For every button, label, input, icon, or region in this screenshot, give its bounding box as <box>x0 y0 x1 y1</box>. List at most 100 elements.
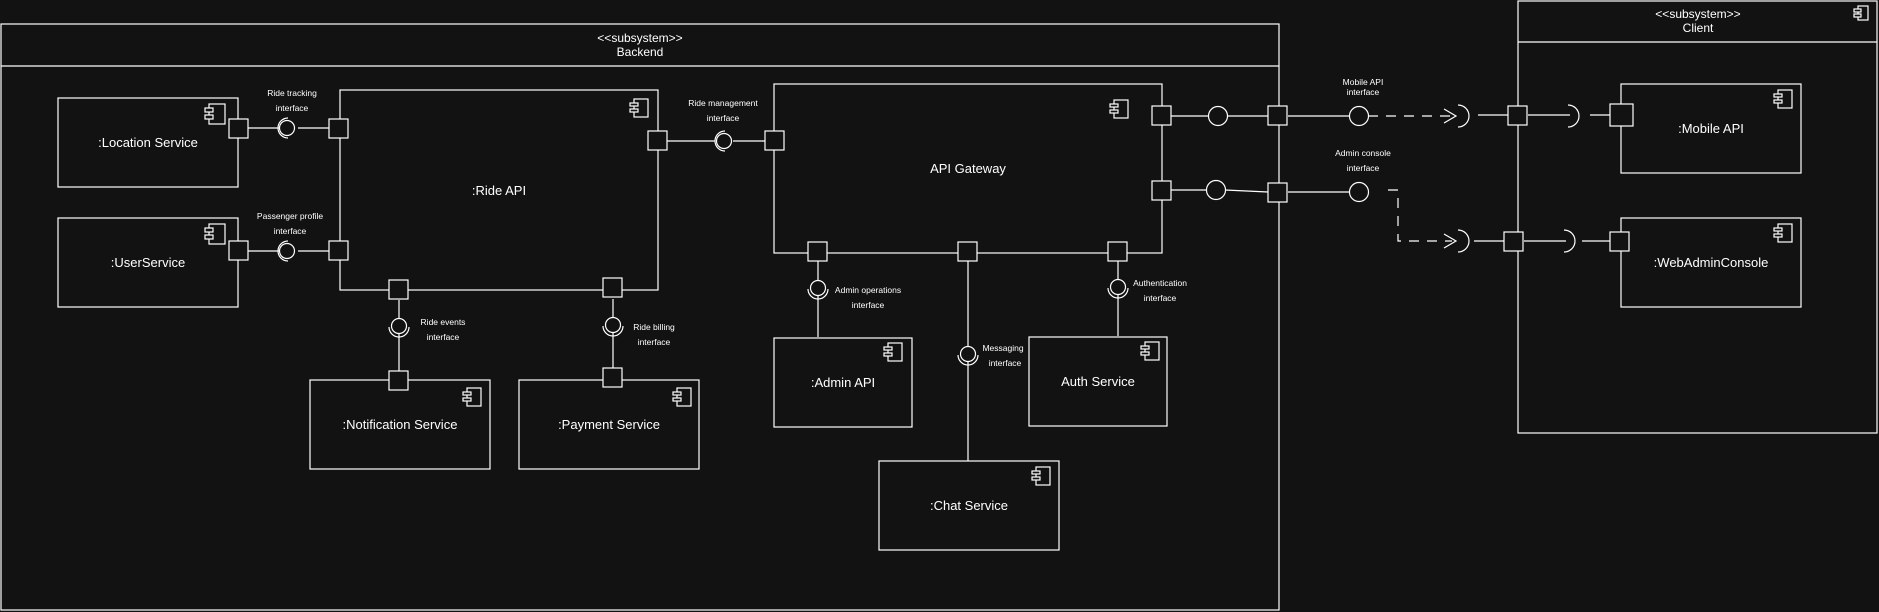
chat-service[interactable] <box>878 460 1060 551</box>
location-service[interactable] <box>57 97 239 188</box>
ball-icon <box>809 279 827 297</box>
socket-icon <box>1563 229 1576 253</box>
location-service-label: :Location Service <box>98 135 198 150</box>
backend-stereotype: <<subsystem>> <box>597 31 682 45</box>
component-icon <box>672 387 692 407</box>
component-icon <box>204 103 226 125</box>
authentication-label-1: Authentication <box>1133 278 1187 288</box>
ball-icon <box>1109 278 1127 296</box>
required-interfaces <box>277 104 1580 366</box>
port <box>328 240 349 261</box>
payment-service-label: :Payment Service <box>558 417 660 432</box>
passenger-profile-label-1: Passenger profile <box>257 211 323 221</box>
ball-icon <box>1348 105 1370 127</box>
socket-icon <box>277 240 289 262</box>
ride-api-label: :Ride API <box>472 183 526 198</box>
ride-events-label-1: Ride events <box>421 317 466 327</box>
port <box>764 130 785 151</box>
port <box>602 367 623 388</box>
ride-management-label-2: interface <box>707 113 740 123</box>
component-icon <box>204 223 226 245</box>
port <box>807 241 828 262</box>
socket-icon <box>1457 229 1470 253</box>
ball-icon <box>1207 105 1229 127</box>
component-icon <box>883 342 903 362</box>
mobile-api-interface-label-1: Mobile API <box>1343 77 1384 87</box>
ride-billing-label-2: interface <box>638 337 671 347</box>
passenger-profile-label-2: interface <box>274 226 307 236</box>
socket-icon <box>1107 287 1129 299</box>
port <box>1609 103 1634 127</box>
port <box>647 130 668 151</box>
socket-icon <box>1457 104 1470 128</box>
socket-icon <box>714 130 726 152</box>
connector-lines <box>246 114 1620 461</box>
auth-service-label: Auth Service <box>1061 374 1135 389</box>
socket-icon <box>388 326 410 338</box>
web-admin-console-label: :WebAdminConsole <box>1654 255 1769 270</box>
authentication-label-2: interface <box>1144 293 1177 303</box>
ball-icon <box>715 132 733 150</box>
ball-icon <box>278 242 296 260</box>
port <box>1151 180 1172 201</box>
messaging-label-1: Messaging <box>982 343 1023 353</box>
ball-icon <box>604 316 622 334</box>
user-service[interactable] <box>57 217 239 308</box>
port <box>388 279 409 300</box>
ride-events-label-2: interface <box>427 332 460 342</box>
provided-interfaces <box>278 105 1370 363</box>
ride-billing-label-1: Ride billing <box>633 322 675 332</box>
port <box>1609 231 1630 252</box>
port <box>1151 105 1172 126</box>
admin-console-label-2: interface <box>1347 163 1380 173</box>
port <box>228 240 249 261</box>
ball-icon <box>278 119 296 137</box>
socket-icon <box>1567 104 1580 128</box>
port <box>602 277 623 298</box>
api-gateway-label: API Gateway <box>930 161 1006 176</box>
payment-service[interactable] <box>518 379 700 470</box>
admin-api-label: :Admin API <box>811 375 875 390</box>
ball-icon <box>959 345 977 363</box>
ride-management-label-1: Ride management <box>688 98 758 108</box>
component-icons <box>204 89 1793 486</box>
ride-tracking-label-1: Ride tracking <box>267 88 317 98</box>
dependency-arrows <box>1368 115 1452 242</box>
socket-icon <box>957 354 979 366</box>
ports <box>228 103 1634 391</box>
notification-service-label: :Notification Service <box>343 417 458 432</box>
port <box>1267 105 1288 126</box>
port <box>1107 241 1128 262</box>
component-icon <box>1773 223 1793 243</box>
mobile-api-label: :Mobile API <box>1678 121 1744 136</box>
ride-tracking-label-2: interface <box>276 103 309 113</box>
port <box>1267 182 1288 203</box>
port <box>388 370 409 391</box>
component-icon <box>1773 89 1793 109</box>
mobile-api-component[interactable] <box>1620 83 1802 174</box>
port <box>1507 105 1528 126</box>
component-icon <box>1109 99 1129 119</box>
admin-operations-label-1: Admin operations <box>835 285 901 295</box>
chat-service-label: :Chat Service <box>930 498 1008 513</box>
admin-console-label-1: Admin console <box>1335 148 1391 158</box>
ride-api[interactable] <box>339 89 659 291</box>
web-admin-console[interactable] <box>1620 217 1802 308</box>
client-title: Client <box>1683 21 1714 35</box>
port <box>228 118 249 139</box>
port <box>328 118 349 139</box>
ball-icon <box>390 317 408 335</box>
component-icon <box>1140 341 1160 361</box>
component-icon <box>1031 466 1051 486</box>
api-gateway[interactable] <box>773 83 1163 254</box>
notification-service[interactable] <box>309 379 491 470</box>
socket-icon <box>602 325 624 337</box>
client-stereotype: <<subsystem>> <box>1655 7 1740 21</box>
socket-icon <box>807 288 829 300</box>
messaging-label-2: interface <box>989 358 1022 368</box>
ball-icon <box>1348 181 1370 203</box>
component-icon <box>462 387 482 407</box>
mobile-api-interface-label-2: interface <box>1347 87 1380 97</box>
client-subsystem[interactable] <box>1517 0 1878 434</box>
